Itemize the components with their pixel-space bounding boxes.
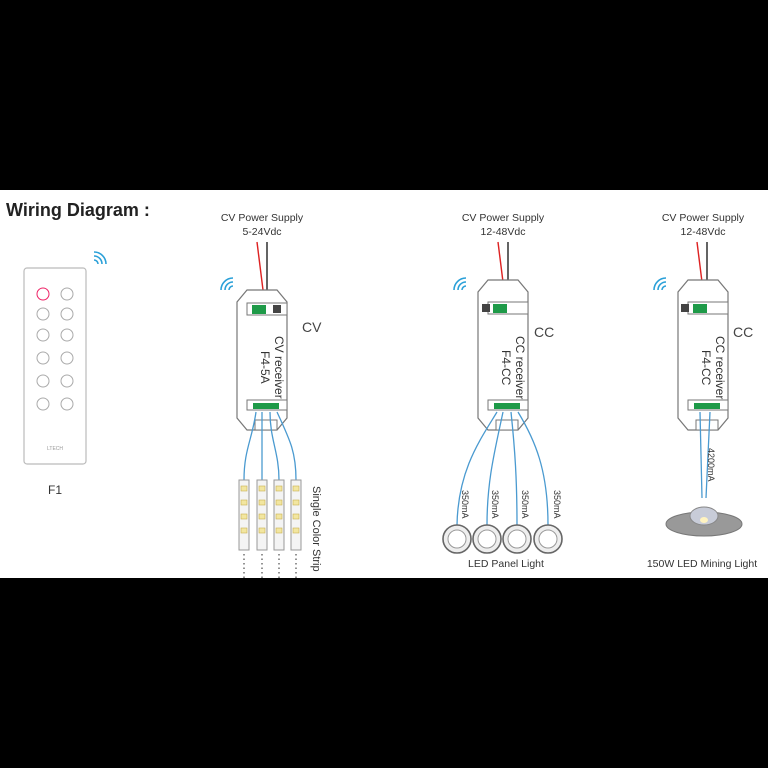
output-wires bbox=[243, 411, 297, 481]
model-line-2: F4-5A bbox=[258, 351, 272, 384]
current-label: 350mA bbox=[552, 490, 562, 519]
current-label: 4200mA bbox=[706, 448, 716, 482]
diagram-panel: Wiring Diagram : LTECH bbox=[0, 190, 768, 578]
receiver-cc-mining bbox=[677, 241, 729, 431]
wiring-diagram-graphic: LTECH bbox=[23, 241, 743, 578]
led-panel-lights bbox=[442, 524, 563, 554]
type-tag: CV bbox=[302, 319, 322, 335]
wireless-icon bbox=[220, 277, 234, 291]
led-strips bbox=[238, 479, 302, 551]
load-label: LED Panel Light bbox=[468, 558, 544, 570]
output-wires bbox=[699, 411, 711, 499]
wireless-icon bbox=[453, 277, 467, 291]
model-line-2: F4-CC bbox=[699, 350, 713, 386]
wireless-icon bbox=[653, 277, 667, 291]
wireless-icon bbox=[93, 251, 107, 265]
model-line-2: F4-CC bbox=[499, 350, 513, 386]
voltage-label: 12-48Vdc bbox=[480, 226, 526, 238]
model-line-1: CV receiver bbox=[272, 336, 286, 399]
supply-label: CV Power Supply bbox=[220, 212, 304, 224]
current-label: 350mA bbox=[460, 490, 470, 519]
load-label: Single Color Strip bbox=[310, 486, 322, 572]
receiver-model: CV receiver F4-5A bbox=[258, 336, 286, 399]
type-tag: CC bbox=[733, 324, 754, 340]
receiver-model: CC receiver F4-CC bbox=[699, 336, 727, 399]
current-label: 350mA bbox=[490, 490, 500, 519]
load-label: 150W LED Mining Light bbox=[646, 558, 758, 570]
page-title: Wiring Diagram : bbox=[6, 200, 150, 220]
model-line-1: CC receiver bbox=[513, 336, 527, 400]
supply-label: CV Power Supply bbox=[461, 212, 545, 224]
receiver-model: CC receiver F4-CC bbox=[499, 336, 527, 399]
led-mining-light bbox=[665, 506, 743, 537]
voltage-label: 5-24Vdc bbox=[242, 226, 282, 238]
remote-label: F1 bbox=[47, 483, 62, 497]
current-label: 350mA bbox=[520, 490, 530, 519]
voltage-label: 12-48Vdc bbox=[680, 226, 726, 238]
supply-label: CV Power Supply bbox=[661, 212, 745, 224]
receiver-cv bbox=[236, 241, 288, 431]
output-wires bbox=[456, 411, 549, 526]
remote-control: LTECH bbox=[23, 267, 87, 465]
model-line-1: CC receiver bbox=[713, 336, 727, 400]
receiver-cc-panel bbox=[477, 241, 529, 431]
remote-brand: LTECH bbox=[47, 446, 63, 452]
type-tag: CC bbox=[534, 324, 555, 340]
